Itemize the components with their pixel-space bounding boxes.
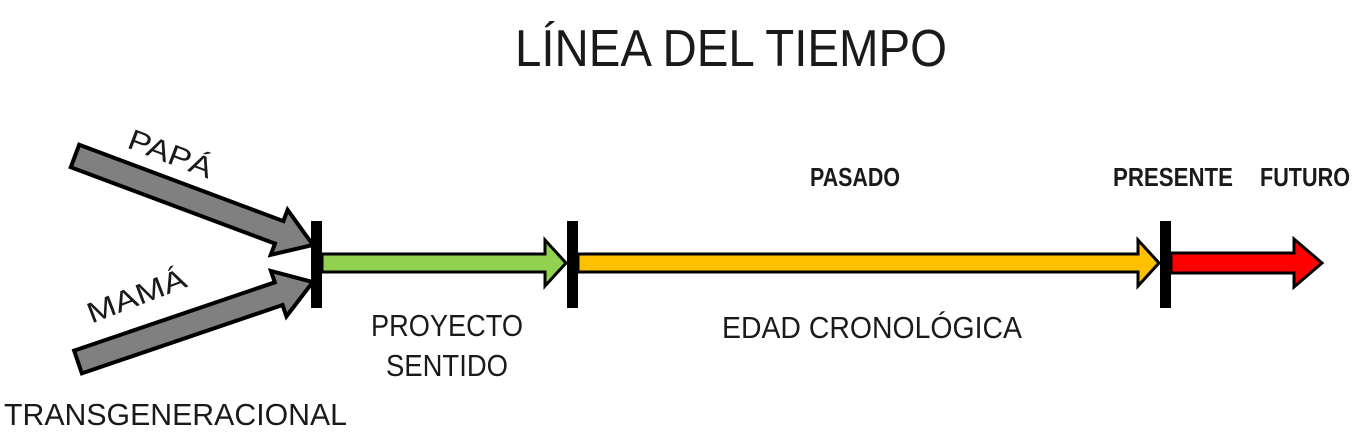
mama-arrow-shape xyxy=(71,268,317,376)
edad-cronologica-label: EDAD CRONOLÓGICA xyxy=(722,310,1022,345)
mama-arrow xyxy=(71,268,317,376)
diagram-title: LÍNEA DEL TIEMPO xyxy=(515,20,947,78)
transgeneracional-label: TRANSGENERACIONAL xyxy=(4,397,347,432)
proyecto-label-line2: SENTIDO xyxy=(386,348,508,383)
papa-arrow xyxy=(68,142,317,258)
pasado-label: PASADO xyxy=(810,162,900,192)
proyecto-label-line1: PROYECTO xyxy=(371,308,523,343)
presente-label: PRESENTE xyxy=(1113,162,1233,192)
timeline-marker-presente xyxy=(1160,221,1171,308)
papa-arrow-shape xyxy=(68,142,317,258)
timeline-marker-birth xyxy=(311,221,322,308)
edad-cronologica-arrow xyxy=(576,236,1162,290)
timeline-marker-mid xyxy=(567,221,578,308)
proyecto-sentido-arrow xyxy=(320,236,569,290)
futuro-label: FUTURO xyxy=(1260,162,1350,192)
futuro-arrow xyxy=(1169,235,1325,291)
